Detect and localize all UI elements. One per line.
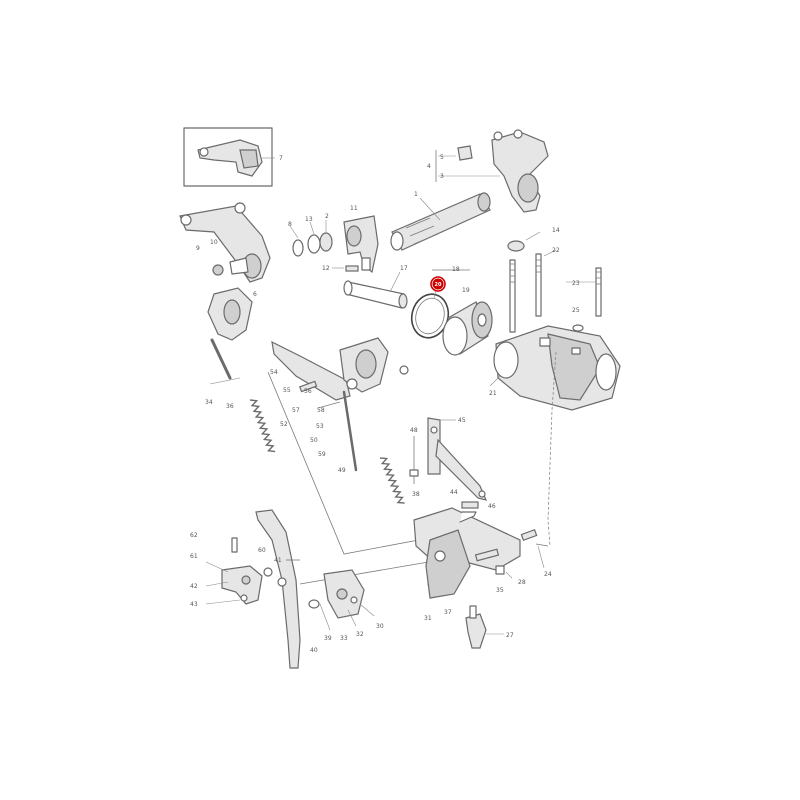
callout-38: 38 [412,491,420,498]
callout-23: 23 [572,280,580,287]
callout-45: 45 [458,417,466,424]
callout-36: 36 [226,403,234,410]
callout-39: 39 [324,635,332,642]
callout-8: 8 [288,221,292,228]
seal-rings [289,220,333,257]
clip-27 [465,605,504,649]
callout-44: 44 [450,489,458,496]
piston-19 [432,269,493,356]
callout-35: 35 [496,587,504,594]
callout-41: 41 [274,557,282,564]
callout-28: 28 [518,579,526,586]
callout-5: 5 [440,154,444,161]
callout-58: 58 [317,407,325,414]
linkage-center [409,417,488,501]
callout-34: 34 [205,399,213,406]
lower-bracket-main [413,501,521,599]
callout-17: 17 [400,265,408,272]
callout-22: 22 [552,247,560,254]
callout-42: 42 [190,583,198,590]
bracket-11 [343,215,379,274]
callout-33: 33 [340,635,348,642]
callout-54: 54 [270,369,278,376]
callout-18: 18 [452,266,460,273]
callout-25: 25 [572,307,580,314]
callout-24: 24 [544,571,552,578]
callout-59: 59 [318,451,326,458]
connector-lines [267,351,557,585]
callout-50: 50 [310,437,318,444]
callout-57: 57 [292,407,300,414]
callout-49: 49 [338,467,346,474]
callout-27: 27 [506,632,514,639]
control-levers-center [271,337,409,472]
callout-10: 10 [210,239,218,246]
callout-21: 21 [489,390,497,397]
bracket-bottom-left [205,537,287,605]
highlight-marker-20: 20 [430,276,446,292]
callout-60: 60 [258,547,266,554]
piston-rod-17 [343,271,408,309]
callout-43: 43 [190,601,198,608]
callout-40: 40 [310,647,318,654]
callout-56: 56 [304,388,312,395]
studs [507,231,602,333]
callout-46: 46 [488,503,496,510]
callout-14: 14 [552,227,560,234]
cross-shaft [390,192,491,251]
quadrant-6 [207,287,253,385]
bolt-36 [520,529,545,569]
callout-9: 9 [196,245,200,252]
bracket-bottom-center [308,569,375,631]
callout-11: 11 [350,205,358,212]
callout-37: 37 [444,609,452,616]
lever-40 [255,509,301,669]
callout-12: 12 [322,265,330,272]
callout-48: 48 [410,427,418,434]
callout-31: 31 [424,615,432,622]
callout-61: 61 [190,553,198,560]
callout-6: 6 [253,291,257,298]
callout-19: 19 [462,287,470,294]
highlight-label: 20 [435,282,442,288]
callout-2: 2 [325,213,329,220]
callout-55: 55 [283,387,291,394]
callout-1: 1 [414,191,418,198]
callout-30: 30 [376,623,384,630]
callout-13: 13 [305,216,313,223]
springs [249,399,405,504]
callout-3: 3 [440,173,444,180]
callout-62: 62 [190,532,198,539]
callout-32: 32 [356,631,364,638]
ram-cylinder-21 [489,325,621,411]
callout-53: 53 [316,423,324,430]
callout-7: 7 [279,155,283,162]
lift-arm-left [179,202,271,283]
bolt-12 [332,265,359,272]
callout-52: 52 [280,421,288,428]
callout-labels: 7 1 4 5 3 8 13 2 11 9 10 12 6 17 18 19 1… [190,154,580,654]
lift-arm-right [435,129,549,213]
inset-detail-box [183,127,275,187]
callout-4: 4 [427,163,431,170]
